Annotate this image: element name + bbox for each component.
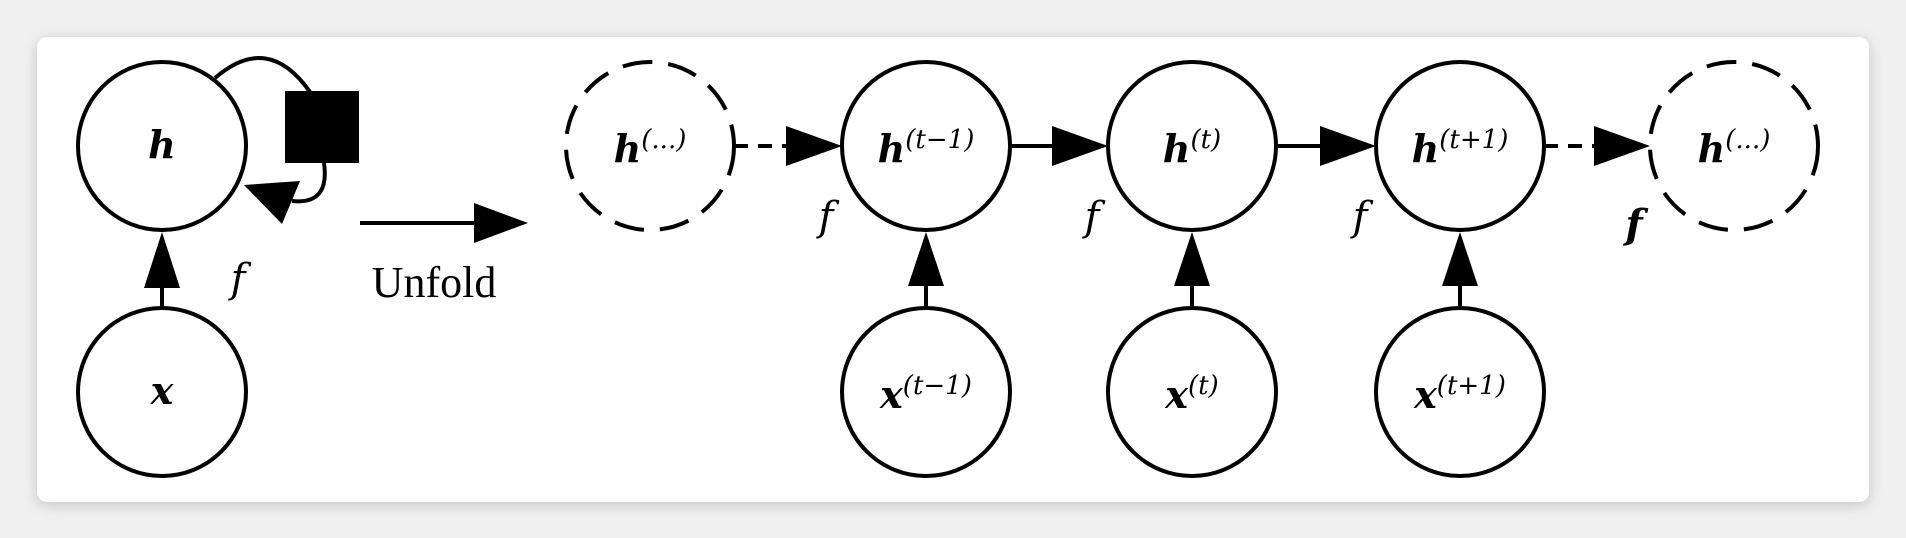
input-arrowhead xyxy=(908,232,944,286)
recurrent-return-edge xyxy=(291,162,327,204)
recurrence-arrowhead xyxy=(786,126,842,166)
input-node xyxy=(840,306,1012,478)
node-base-label: x xyxy=(1164,372,1189,417)
recurrence-arrowhead xyxy=(1052,126,1108,166)
unfold-arrowhead xyxy=(474,203,528,243)
input-arrowhead xyxy=(1174,232,1210,286)
hidden-state-node xyxy=(564,60,736,232)
hidden-state-label: h(t−1) xyxy=(878,125,975,171)
node-superscript-label: (t+1) xyxy=(1439,125,1508,155)
folded-input-arrowhead xyxy=(144,232,180,288)
hidden-state-label: h(t) xyxy=(1163,125,1221,171)
hidden-state-node xyxy=(1374,60,1546,232)
node-superscript-label: (t) xyxy=(1188,371,1219,401)
node-superscript-label: (t−1) xyxy=(903,371,972,401)
delay-square xyxy=(285,91,359,163)
node-base-label: x xyxy=(879,372,904,417)
node-superscript-label: (t) xyxy=(1190,125,1221,155)
node-base-label: x xyxy=(1413,372,1438,417)
node-superscript-label: (t+1) xyxy=(1437,371,1506,401)
function-label: f xyxy=(816,194,840,240)
function-label: f xyxy=(1622,201,1648,248)
input-label: x(t) xyxy=(1164,371,1218,417)
hidden-state-node xyxy=(1106,60,1278,232)
hidden-state-label: h(...) xyxy=(614,125,687,171)
function-label: f xyxy=(1350,194,1374,240)
node-base-label: h xyxy=(1163,126,1191,171)
function-label: f xyxy=(1082,194,1106,240)
recurrence-arrowhead xyxy=(1320,126,1376,166)
node-base-label: h xyxy=(1412,126,1440,171)
folded-function-label: f xyxy=(228,256,252,302)
recurrent-arrowhead xyxy=(244,181,300,224)
node-superscript-label: (...) xyxy=(641,125,686,155)
input-label: x(t+1) xyxy=(1413,371,1506,417)
hidden-state-label: h(t+1) xyxy=(1412,125,1509,171)
recurrence-arrowhead xyxy=(1594,126,1650,166)
node-base-label: h xyxy=(614,126,642,171)
input-node xyxy=(1374,306,1546,478)
folded-hidden-label: h xyxy=(148,122,176,167)
node-superscript-label: (...) xyxy=(1725,125,1770,155)
unfold-label: Unfold xyxy=(372,258,497,307)
folded-graph: h x f xyxy=(76,56,359,478)
input-arrowhead xyxy=(1442,232,1478,286)
recurrent-loop-edge xyxy=(213,56,312,94)
folded-input-label: x xyxy=(150,368,175,413)
folded-input-node xyxy=(76,306,248,478)
node-base-label: h xyxy=(1698,126,1726,171)
input-label: x(t−1) xyxy=(879,371,972,417)
node-base-label: h xyxy=(878,126,906,171)
folded-hidden-node xyxy=(76,60,248,232)
unfold-arrow: Unfold xyxy=(360,203,528,307)
node-superscript-label: (t−1) xyxy=(905,125,974,155)
hidden-state-label: h(...) xyxy=(1698,125,1771,171)
hidden-state-node xyxy=(1648,60,1820,232)
input-node xyxy=(1106,306,1278,478)
hidden-state-node xyxy=(840,60,1012,232)
